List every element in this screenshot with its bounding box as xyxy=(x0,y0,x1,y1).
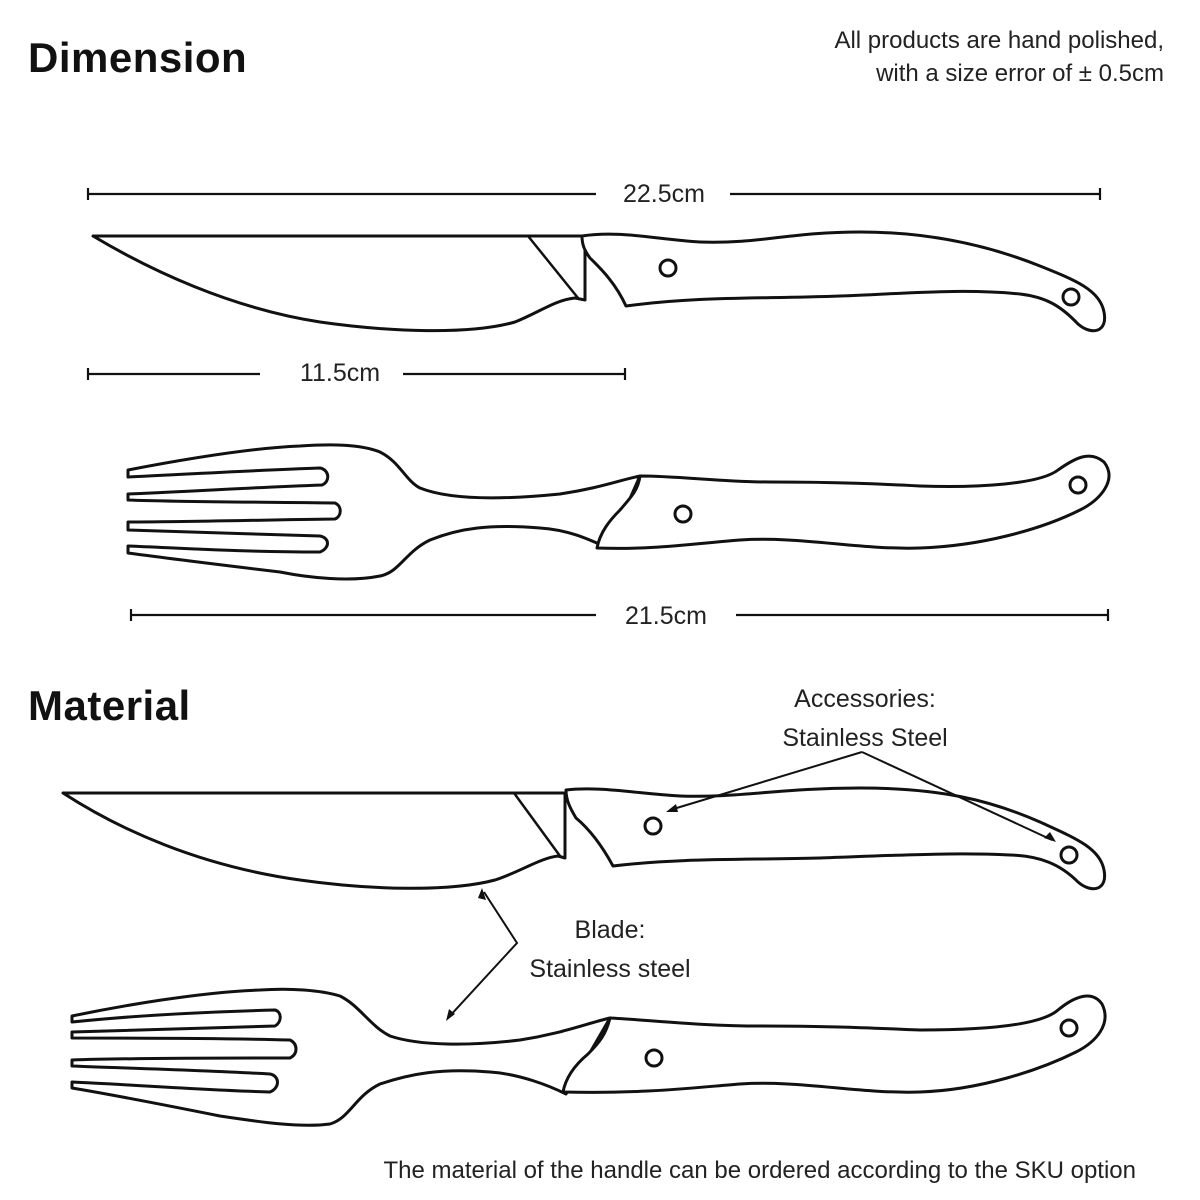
blade-pointer-arrows xyxy=(446,888,519,1021)
fork-length-label: 21.5cm xyxy=(625,602,707,630)
accessories-label-title: Accessories: xyxy=(794,685,936,713)
fork-drawing-material xyxy=(70,987,1107,1127)
material-heading: Material xyxy=(28,682,191,729)
blade-material-label: Blade: Stainless steel xyxy=(500,911,720,989)
fork-length-ruler xyxy=(129,609,1110,621)
blade-material-title: Blade: xyxy=(574,916,646,944)
knife-length-ruler xyxy=(86,188,1102,200)
knife-length-label: 22.5cm xyxy=(623,180,705,208)
knife-drawing-dimension xyxy=(91,230,1107,333)
blade-length-label: 11.5cm xyxy=(299,359,381,387)
blade-length-ruler xyxy=(86,368,627,380)
accessories-pointer-arrows xyxy=(666,751,1056,842)
fork-drawing-dimension xyxy=(126,443,1111,581)
tolerance-note-line2: with a size error of ± 0.5cm xyxy=(876,60,1164,87)
tolerance-note: All products are hand polished, with a s… xyxy=(834,24,1164,90)
blade-material-value: Stainless steel xyxy=(529,955,691,983)
accessories-label-value: Stainless Steel xyxy=(782,724,948,752)
accessories-label: Accessories: Stainless Steel xyxy=(740,680,990,758)
dimension-heading: Dimension xyxy=(28,34,248,81)
handle-material-note: The material of the handle can be ordere… xyxy=(383,1157,1136,1184)
tolerance-note-line1: All products are hand polished, xyxy=(834,27,1164,54)
knife-drawing-material xyxy=(61,786,1107,891)
